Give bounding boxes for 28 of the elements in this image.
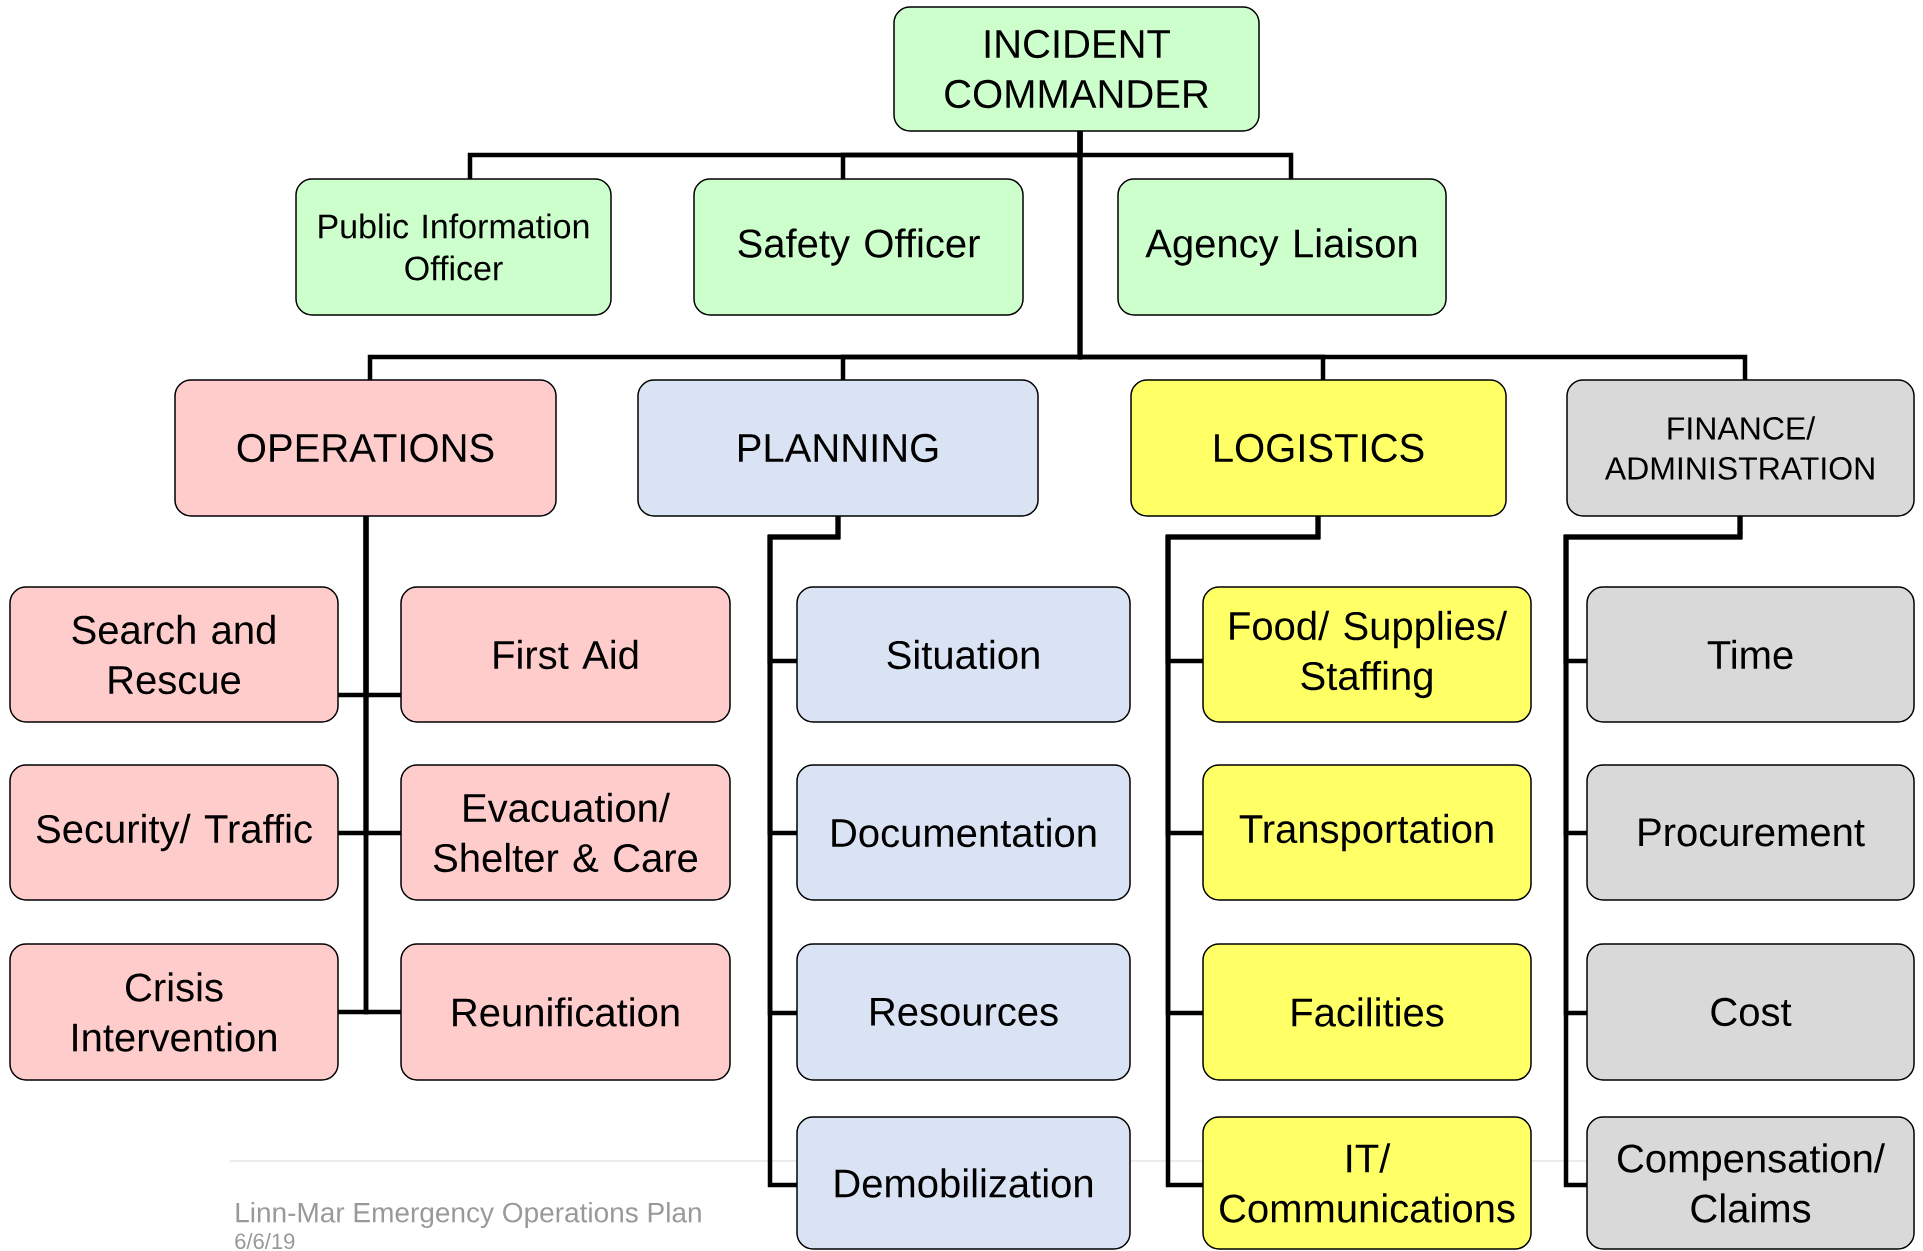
section-box: OPERATIONS bbox=[174, 379, 557, 517]
unit-box: Search and Rescue bbox=[9, 586, 339, 723]
unit-box: IT/ Communications bbox=[1202, 1116, 1532, 1250]
unit-box: Facilities bbox=[1202, 943, 1532, 1081]
unit-box: Resources bbox=[796, 943, 1131, 1081]
unit-box: Compensation/ Claims bbox=[1586, 1116, 1915, 1250]
unit-box: Evacuation/ Shelter & Care bbox=[400, 764, 731, 901]
unit-box: First Aid bbox=[400, 586, 731, 723]
unit-box: Security/ Traffic bbox=[9, 764, 339, 901]
role-box: Agency Liaison bbox=[1117, 178, 1447, 316]
section-box: FINANCE/ ADMINISTRATION bbox=[1566, 379, 1915, 517]
role-box: Public Information Officer bbox=[295, 178, 612, 316]
footer-date: 6/6/19 bbox=[235, 1232, 295, 1250]
section-box: PLANNING bbox=[637, 379, 1039, 517]
unit-box: Food/ Supplies/ Staffing bbox=[1202, 586, 1532, 723]
unit-box: Crisis Intervention bbox=[9, 943, 339, 1081]
unit-box: Demobilization bbox=[796, 1116, 1131, 1250]
unit-box: Cost bbox=[1586, 943, 1915, 1081]
footer-text: Linn-Mar Emergency Operations Plan bbox=[236, 1202, 701, 1229]
unit-box: Reunification bbox=[400, 943, 731, 1081]
unit-box: Situation bbox=[796, 586, 1131, 723]
section-box: LOGISTICS bbox=[1130, 379, 1507, 517]
unit-box: Transportation bbox=[1202, 764, 1532, 901]
role-box: Safety Officer bbox=[693, 178, 1024, 316]
unit-box: Documentation bbox=[796, 764, 1131, 901]
unit-box: Time bbox=[1586, 586, 1915, 723]
unit-box: Procurement bbox=[1586, 764, 1915, 901]
commander-box: INCIDENT COMMANDER bbox=[893, 6, 1260, 132]
